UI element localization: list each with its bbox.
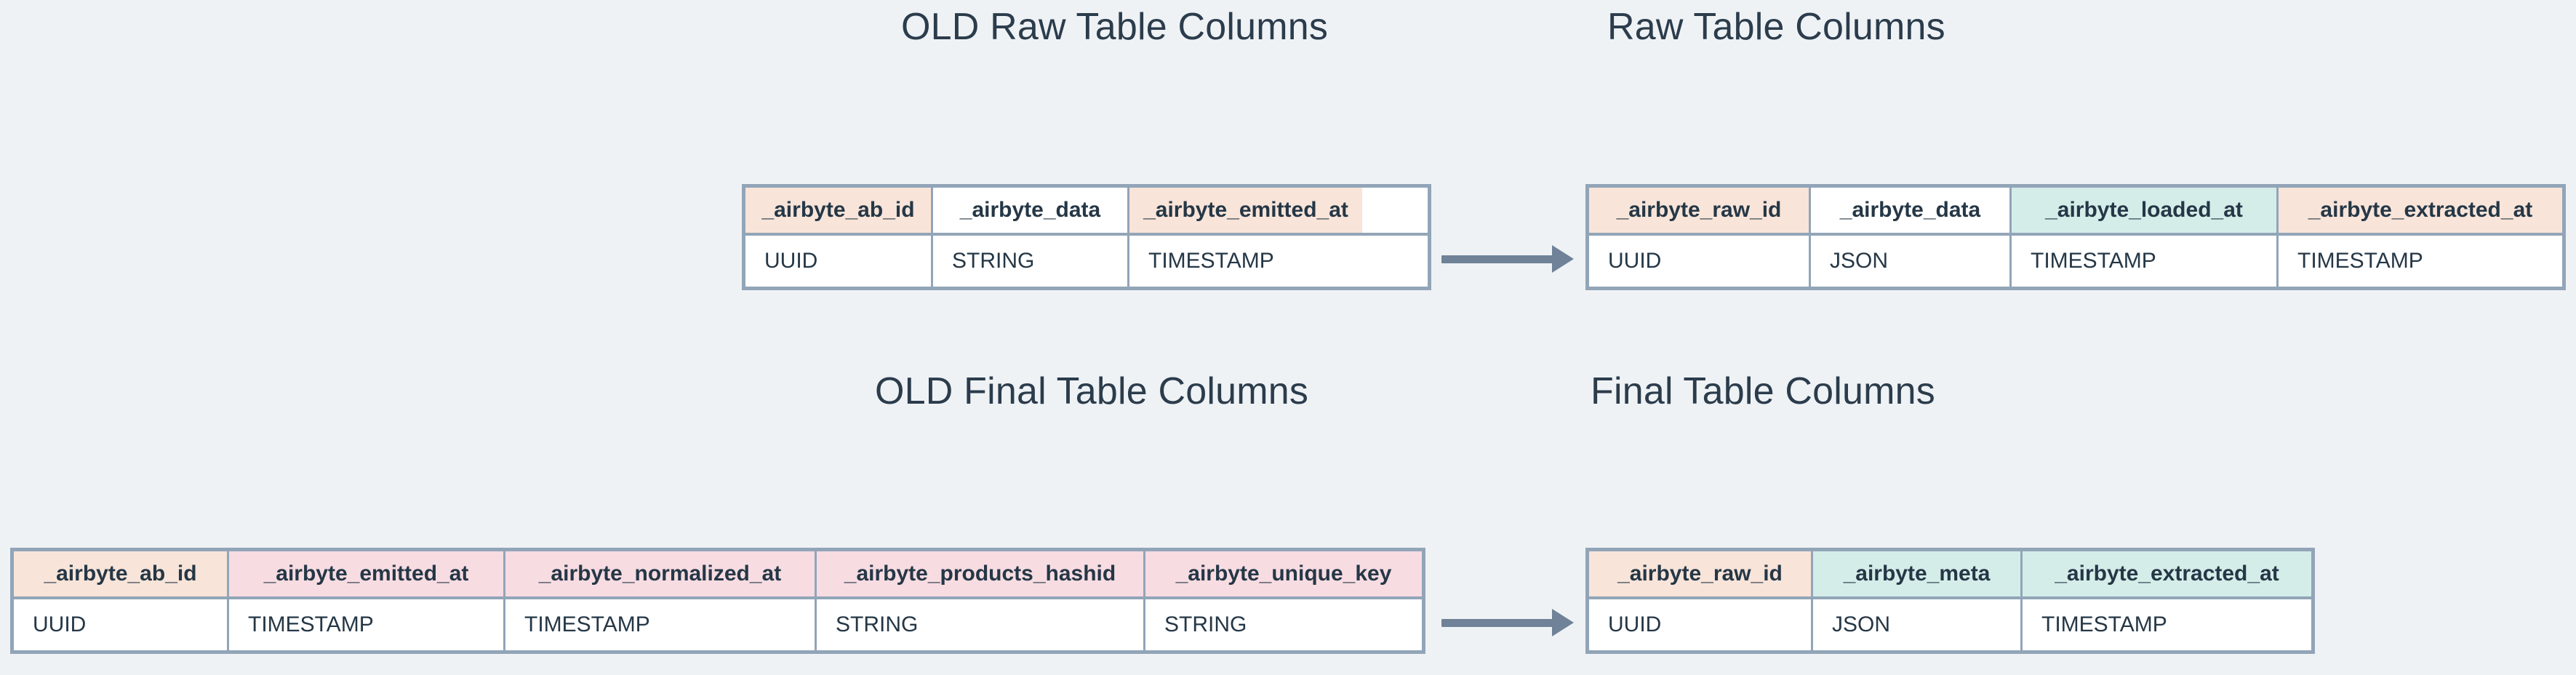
column-header-cell: _airbyte_data	[1811, 188, 2012, 233]
column-type-cell: TIMESTAMP	[2023, 599, 2311, 650]
table-final-columns: _airbyte_raw_id_airbyte_meta_airbyte_ext…	[1585, 548, 2315, 654]
column-header-cell: _airbyte_extracted_at	[2279, 188, 2562, 233]
column-type-cell: TIMESTAMP	[505, 599, 817, 650]
column-header-cell: _airbyte_data	[933, 188, 1129, 233]
table-header-row: _airbyte_ab_id_airbyte_data_airbyte_emit…	[745, 188, 1428, 236]
column-type-cell: TIMESTAMP	[1129, 236, 1362, 287]
table-old-raw-columns: _airbyte_ab_id_airbyte_data_airbyte_emit…	[742, 184, 1431, 290]
column-type-cell: JSON	[1813, 599, 2023, 650]
column-header-cell: _airbyte_loaded_at	[2012, 188, 2279, 233]
arrow-shaft	[1441, 255, 1553, 263]
column-header-cell: _airbyte_ab_id	[14, 551, 229, 596]
column-type-cell: JSON	[1811, 236, 2012, 287]
arrow-right-icon-final	[1441, 608, 1574, 637]
column-header-cell: _airbyte_emitted_at	[1129, 188, 1362, 233]
column-type-cell: STRING	[1145, 599, 1422, 650]
column-type-cell: UUID	[14, 599, 229, 650]
column-type-cell: TIMESTAMP	[2012, 236, 2279, 287]
column-type-cell: TIMESTAMP	[229, 599, 505, 650]
section-title-final-table: Final Table Columns	[1591, 370, 1935, 412]
arrow-head	[1552, 609, 1574, 636]
table-old-final-columns: _airbyte_ab_id_airbyte_emitted_at_airbyt…	[10, 548, 1425, 654]
arrow-head	[1552, 245, 1574, 273]
column-type-cell: STRING	[933, 236, 1129, 287]
table-header-row: _airbyte_ab_id_airbyte_emitted_at_airbyt…	[14, 551, 1422, 599]
column-header-cell: _airbyte_raw_id	[1589, 188, 1811, 233]
table-header-row: _airbyte_raw_id_airbyte_meta_airbyte_ext…	[1589, 551, 2311, 599]
column-header-cell: _airbyte_ab_id	[745, 188, 933, 233]
section-title-old-raw-table: OLD Raw Table Columns	[901, 6, 1329, 48]
column-header-cell: _airbyte_raw_id	[1589, 551, 1813, 596]
section-title-old-final-table: OLD Final Table Columns	[875, 370, 1309, 412]
column-header-cell: _airbyte_normalized_at	[505, 551, 817, 596]
arrow-right-icon-raw	[1441, 244, 1574, 273]
column-header-cell: _airbyte_unique_key	[1145, 551, 1422, 596]
column-type-cell: UUID	[1589, 599, 1813, 650]
column-type-cell: UUID	[1589, 236, 1811, 287]
table-header-row: _airbyte_raw_id_airbyte_data_airbyte_loa…	[1589, 188, 2562, 236]
column-type-cell: UUID	[745, 236, 933, 287]
arrow-shaft	[1441, 618, 1553, 627]
column-type-cell: TIMESTAMP	[2279, 236, 2562, 287]
column-type-cell: STRING	[817, 599, 1145, 650]
column-header-cell: _airbyte_meta	[1813, 551, 2023, 596]
column-header-cell: _airbyte_emitted_at	[229, 551, 505, 596]
column-header-cell: _airbyte_products_hashid	[817, 551, 1145, 596]
column-header-cell: _airbyte_extracted_at	[2023, 551, 2311, 596]
section-title-raw-table: Raw Table Columns	[1607, 6, 1945, 48]
table-raw-columns: _airbyte_raw_id_airbyte_data_airbyte_loa…	[1585, 184, 2566, 290]
